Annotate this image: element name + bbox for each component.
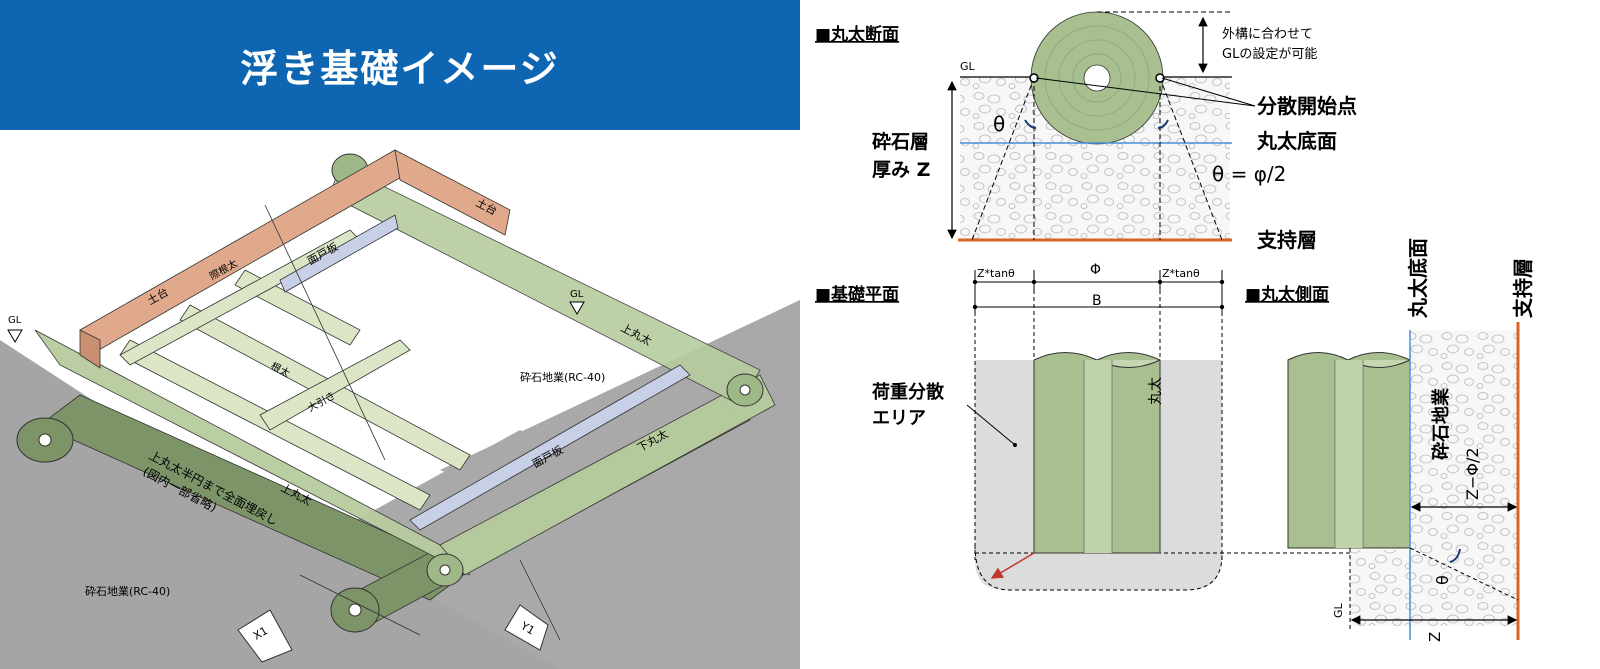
side-dim-z: Z xyxy=(1426,632,1444,642)
title-banner: 浮き基礎イメージ xyxy=(0,0,800,130)
label-bearing: 支持層 xyxy=(1257,228,1317,252)
mendoita-boards xyxy=(279,214,691,531)
log-cross-section xyxy=(1030,11,1164,145)
ground-left xyxy=(0,340,800,669)
dim-dots xyxy=(972,279,1225,310)
joists xyxy=(119,229,471,511)
gl-note-line-1: 外構に合わせて xyxy=(1222,27,1313,42)
label-thickness-1: 砕石層 xyxy=(872,131,929,153)
label-area-1: 荷重分散 xyxy=(872,381,945,403)
area-outline xyxy=(974,544,1223,591)
label-gravel-1: 砕石地業(RC-40) xyxy=(520,370,605,384)
section-heading: ■丸太断面 xyxy=(815,24,899,45)
section-theta: θ xyxy=(993,112,1005,136)
view-arrow-x1: X1 xyxy=(237,609,293,663)
plan-view: ■基礎平面 Z*tanθ Φ Z*tanθ B xyxy=(815,262,1350,591)
gl-marker-right: GL xyxy=(569,289,585,315)
svg-text:X1: X1 xyxy=(251,624,270,643)
ground-base xyxy=(0,340,560,669)
label-log: 丸太 xyxy=(1148,377,1164,405)
svg-text:GL: GL xyxy=(8,315,22,326)
dim-total: B xyxy=(1092,293,1102,309)
section-gl: GL xyxy=(960,60,976,73)
plan-guides xyxy=(974,290,1350,560)
side-theta-arc xyxy=(1449,548,1461,563)
svg-text:GL: GL xyxy=(570,289,584,300)
view-arrow-y1: Y1 xyxy=(504,604,549,651)
label-gravel-2: 砕石地業(RC-40) xyxy=(85,584,170,598)
area-leader-dot xyxy=(1013,443,1017,447)
area-leader xyxy=(966,404,1016,446)
leader-start-right xyxy=(1161,77,1256,107)
side-label-gravel: 砕石地業 xyxy=(1430,387,1452,460)
theta-arc-right xyxy=(1157,119,1169,129)
dodai-beam xyxy=(79,149,511,369)
log-section-view: ■丸太断面 GL θ 外構に合わせて GLの設定が可能 xyxy=(815,11,1357,252)
side-heading: ■丸太側面 xyxy=(1245,284,1329,305)
side-dim-formula: Z−Φ/2 xyxy=(1463,447,1482,500)
spread-arrow xyxy=(990,552,1035,579)
label-thickness-2: 厚み Z xyxy=(872,159,930,181)
side-spread-line xyxy=(1409,547,1519,601)
label-area-2: エリア xyxy=(872,408,926,429)
dim-left: Z*tanθ xyxy=(977,267,1015,280)
label-log-bottom: 丸太底面 xyxy=(1256,129,1337,153)
svg-text:Y1: Y1 xyxy=(518,619,537,638)
log-side xyxy=(1287,352,1411,549)
label-start-point: 分散開始点 xyxy=(1257,94,1357,118)
spread-lines xyxy=(971,11,1232,241)
section-lines xyxy=(264,204,561,641)
side-view: ■丸太側面 丸太底面 支持層 砕石地業 Z−Φ/2 θ GL Z xyxy=(1245,238,1535,642)
page-title: 浮き基礎イメージ xyxy=(240,46,560,91)
leader-start-left xyxy=(1035,77,1256,107)
dim-mid: Φ xyxy=(1090,262,1101,278)
upper-log-frame xyxy=(34,153,776,587)
dim-right: Z*tanθ xyxy=(1162,267,1200,280)
gl-marker-left: GL xyxy=(7,315,23,343)
side-label-log-bottom: 丸太底面 xyxy=(1406,238,1430,319)
gl-note-line-2: GLの設定が可能 xyxy=(1222,46,1317,62)
label-formula: θ = φ/2 xyxy=(1212,162,1286,186)
plan-heading: ■基礎平面 xyxy=(815,284,899,305)
side-theta: θ xyxy=(1433,575,1452,585)
side-label-bearing: 支持層 xyxy=(1511,258,1535,318)
start-point-right xyxy=(1155,73,1165,83)
side-gl: GL xyxy=(1332,602,1345,618)
log-plan xyxy=(1033,352,1161,554)
isometric-view: 土台 土台 面戸板 面戸板 下丸太 上丸太 上丸太 際根太 根太 大引き 砕石地… xyxy=(0,149,800,669)
theta-arc-left xyxy=(1024,119,1037,129)
